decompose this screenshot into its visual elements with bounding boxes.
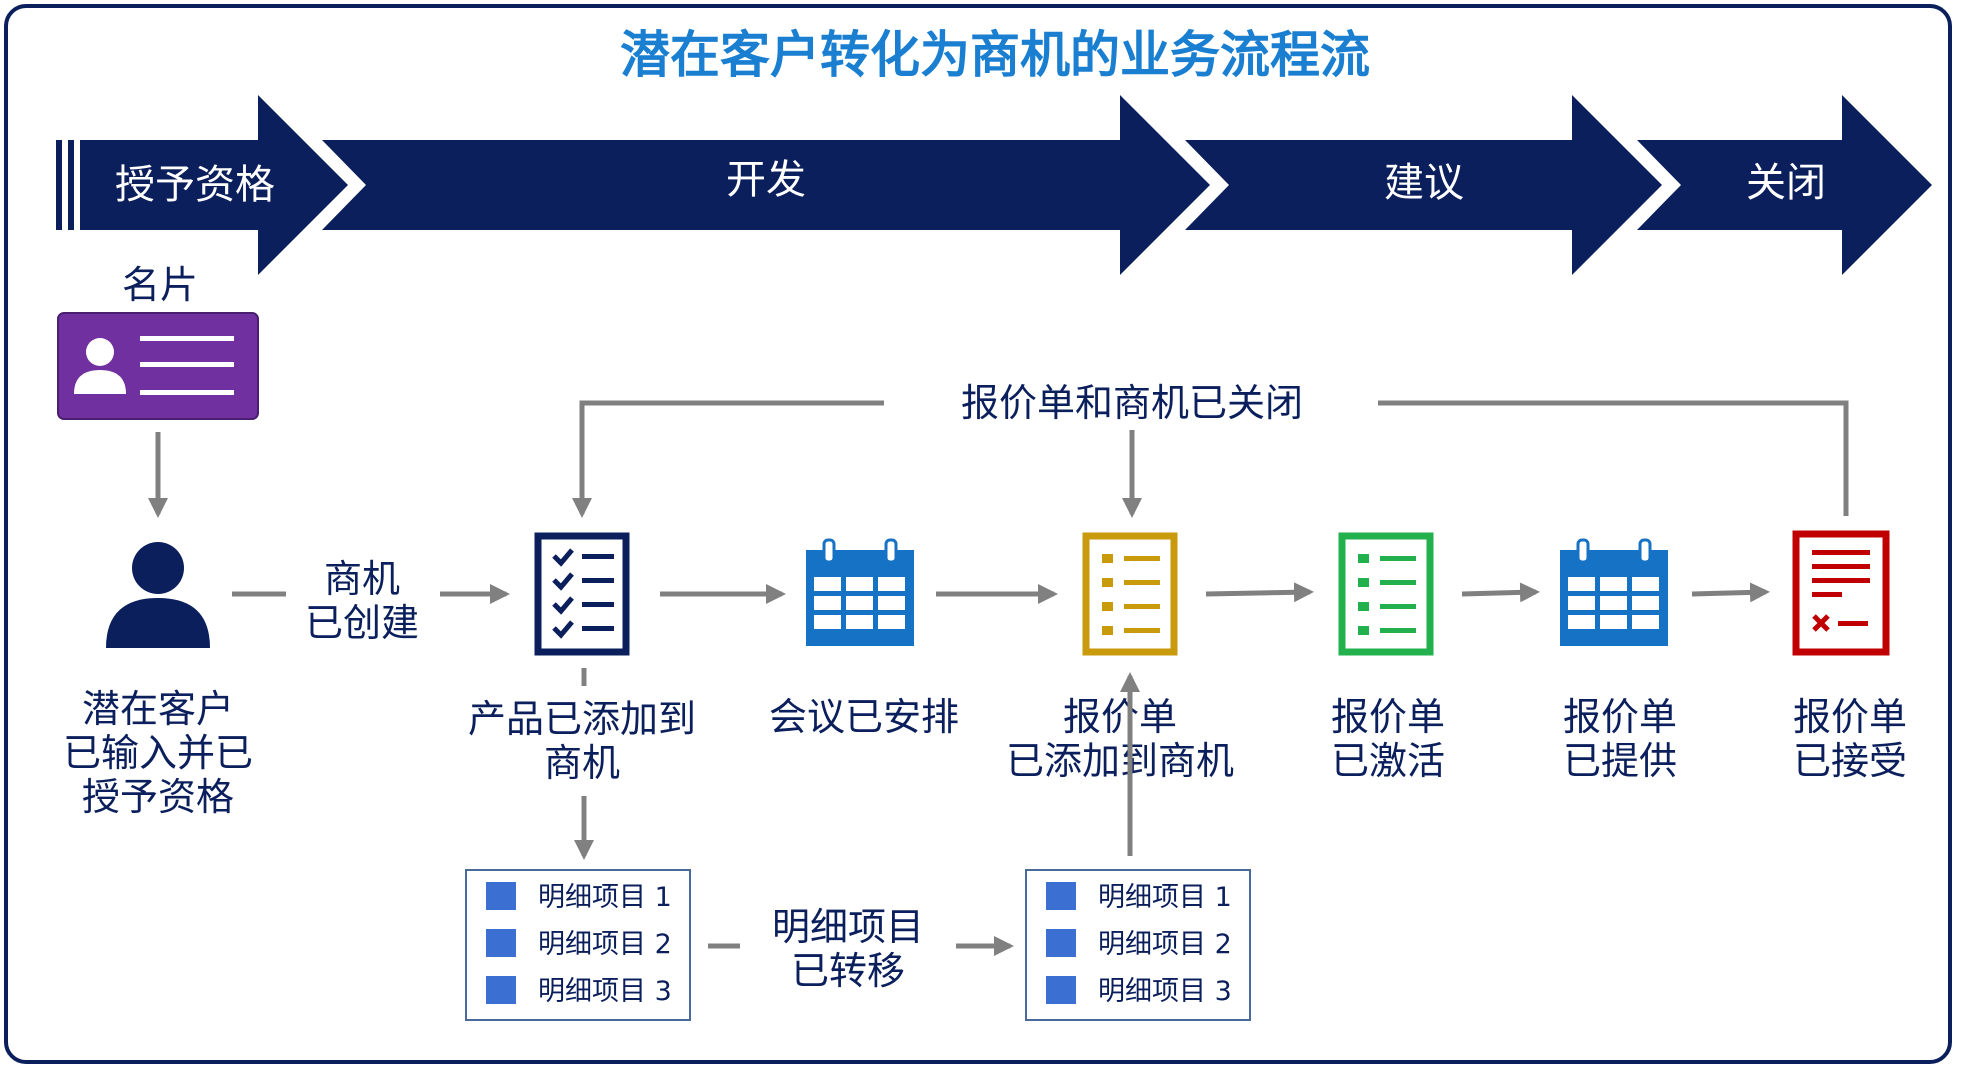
- business-card-label: 名片: [122, 263, 198, 307]
- phase-label: 建议: [1384, 160, 1464, 206]
- quote-provided-label: 报价单: [1563, 695, 1677, 739]
- diagram-title: 潜在客户转化为商机的业务流程流: [620, 26, 1370, 84]
- quote-activated-icon: [1338, 532, 1434, 656]
- line-item: 明细项目 1: [1098, 882, 1232, 913]
- quote-activated-label: 已激活: [1331, 739, 1445, 783]
- line-item: 明细项目 3: [1098, 976, 1232, 1007]
- line-items-box-right: 明细项目 1 明细项目 2 明细项目 3: [1025, 869, 1251, 1021]
- lead-label: 授予资格: [82, 775, 234, 819]
- business-card-icon: [57, 312, 259, 420]
- line-items-box-left: 明细项目 1 明细项目 2 明细项目 3: [465, 869, 691, 1021]
- checklist-icon: [534, 532, 630, 656]
- opportunity-created-label: 商机: [324, 557, 400, 601]
- lead-label: 潜在客户: [82, 687, 234, 731]
- calendar-icon: [806, 538, 914, 646]
- quote-added-label: 已添加到商机: [1006, 739, 1234, 783]
- phase-stripe: [56, 140, 62, 230]
- quote-closed-label: 报价单和商机已关闭: [961, 381, 1303, 425]
- connector: [1378, 400, 1849, 516]
- quote-provided-label: 已提供: [1563, 739, 1677, 783]
- connector: [1691, 582, 1770, 603]
- phase-label: 关闭: [1746, 160, 1826, 206]
- person-icon: [106, 542, 210, 648]
- phase-arrow-propose: [1185, 95, 1662, 275]
- quote-added-label: 报价单: [1063, 695, 1177, 739]
- phase-label: 开发: [726, 157, 806, 203]
- opportunity-created-label: 已创建: [305, 601, 419, 645]
- quote-accepted-icon: [1792, 530, 1890, 656]
- line-item: 明细项目 2: [538, 929, 672, 960]
- line-item: 明细项目 3: [538, 976, 672, 1007]
- quote-activated-label: 报价单: [1331, 695, 1445, 739]
- connector: [1461, 582, 1540, 603]
- line-items-transferred-label: 明细项目: [772, 905, 924, 949]
- phase-bar: 授予资格 开发 建议 关闭: [56, 95, 1932, 275]
- phase-label: 授予资格: [115, 162, 275, 208]
- phase-arrow-close: [1637, 95, 1932, 275]
- line-item: 明细项目 1: [538, 882, 672, 913]
- phase-stripe: [68, 140, 74, 230]
- phase-arrow-develop: [322, 95, 1210, 275]
- connector: [1205, 582, 1314, 603]
- quote-accepted-label: 已接受: [1793, 739, 1907, 783]
- calendar-icon: [1560, 538, 1668, 646]
- quote-added-icon: [1082, 532, 1178, 656]
- connector: [572, 400, 884, 518]
- line-item: 明细项目 2: [1098, 929, 1232, 960]
- phase-arrow-qualify: [80, 95, 348, 275]
- meeting-scheduled-label: 会议已安排: [769, 695, 959, 739]
- products-added-label: 商机: [544, 741, 620, 785]
- line-items-transferred-label: 已转移: [791, 949, 905, 993]
- quote-accepted-label: 报价单: [1793, 695, 1907, 739]
- products-added-label: 产品已添加到: [468, 697, 696, 741]
- lead-label: 已输入并已: [63, 731, 253, 775]
